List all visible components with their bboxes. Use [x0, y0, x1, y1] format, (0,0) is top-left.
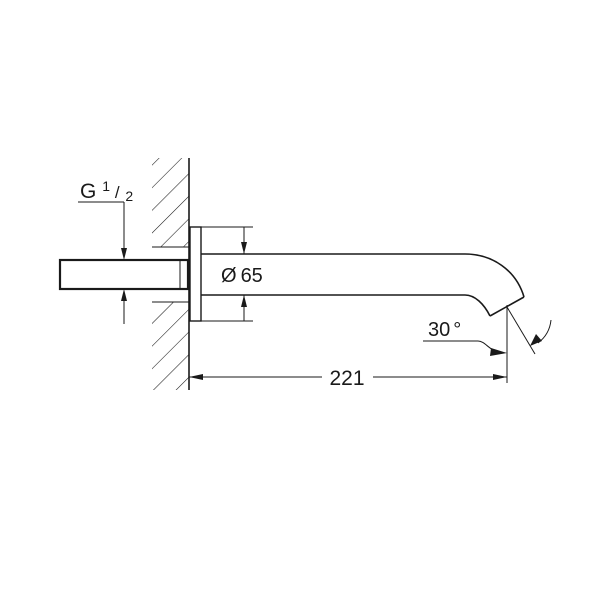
- thread-dimension: G 1 / 2: [78, 173, 133, 324]
- length-label: 221: [329, 367, 364, 390]
- angle-label: 30°: [428, 319, 461, 341]
- angle-dimension: 30°: [423, 305, 552, 383]
- escutcheon-flange: [189, 226, 202, 322]
- wall-hatching: [152, 158, 189, 390]
- connection-pipe: [58, 258, 190, 291]
- length-dimension: 221: [189, 367, 507, 390]
- thread-label: G 1 / 2: [80, 173, 133, 204]
